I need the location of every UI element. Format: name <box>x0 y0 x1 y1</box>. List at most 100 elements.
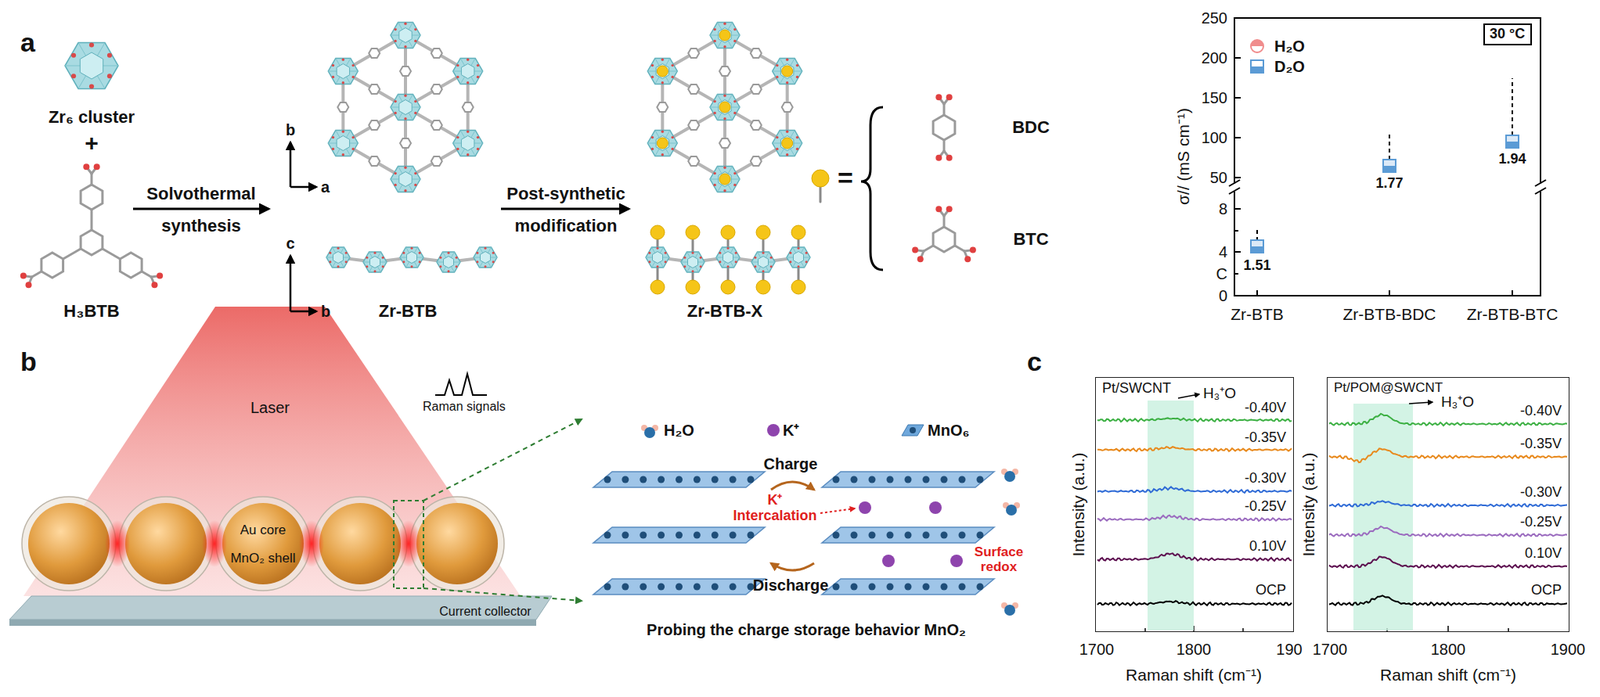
bond <box>819 187 822 202</box>
bond <box>90 173 94 185</box>
drawing-part <box>414 172 417 175</box>
raman-signal-icon <box>435 374 487 396</box>
bond <box>656 266 660 282</box>
benzene-ring <box>80 184 103 210</box>
drawing-part <box>713 172 716 175</box>
drawing-part <box>328 252 332 255</box>
bond <box>691 237 695 253</box>
mn-atom <box>711 532 719 540</box>
text-label: -0.25V <box>1244 499 1287 516</box>
text-label: Zr-BTB-BDC <box>1343 305 1437 324</box>
drawing-part <box>351 147 354 151</box>
text-label: b <box>320 302 331 321</box>
mno6-layer <box>821 579 995 595</box>
linker-ring <box>337 102 349 112</box>
bond <box>724 35 788 72</box>
drawing-part <box>393 28 397 31</box>
drawing-part <box>402 260 405 264</box>
drawing-part <box>399 100 412 116</box>
drawing-part <box>796 147 799 151</box>
bond <box>405 35 469 72</box>
drawing-part <box>713 39 716 43</box>
drawing-part <box>775 64 779 67</box>
bond <box>141 271 152 278</box>
drawing-part <box>414 100 417 103</box>
zr6-cluster <box>390 22 421 49</box>
modulator-ligand <box>685 280 700 295</box>
raman-trace <box>1097 553 1292 562</box>
drawing-part <box>403 45 407 48</box>
bond <box>102 248 121 260</box>
zr6-cluster <box>647 130 678 157</box>
node-text: 30 °C <box>1484 25 1530 44</box>
oxygen-atom <box>917 255 924 263</box>
mn-atom <box>657 532 665 540</box>
drawing-part <box>393 100 397 103</box>
linker-ring <box>688 48 700 58</box>
zr6-cluster <box>363 252 387 273</box>
zr6-cluster <box>786 247 811 268</box>
drawing-part <box>718 260 721 264</box>
zr6-cluster <box>400 247 424 268</box>
oxygen-atom <box>156 273 163 280</box>
mn-atom <box>639 476 647 484</box>
drawing-part <box>439 265 442 268</box>
zr6-cluster <box>390 94 421 121</box>
drawing-part <box>455 265 458 268</box>
text-label: a <box>320 178 330 196</box>
linker-ring <box>462 102 474 112</box>
drawing-part <box>456 147 459 151</box>
drawing-part <box>403 165 407 169</box>
drawing-part <box>762 252 765 255</box>
text-label: Solvothermal <box>146 184 256 204</box>
text-label: + <box>84 129 99 156</box>
mn-atom <box>657 583 665 591</box>
zr6-cluster <box>772 130 803 157</box>
bond <box>662 143 725 180</box>
linker-ring <box>750 120 762 130</box>
benzene-ring <box>41 252 64 278</box>
linker-ring <box>719 66 731 76</box>
modulator-ligand <box>650 225 665 240</box>
mn-atom <box>940 476 948 484</box>
mn-atom <box>909 427 916 434</box>
drawing-part <box>661 153 664 156</box>
mn-atom <box>621 476 629 484</box>
drawing-part <box>71 73 76 79</box>
current-collector-edge <box>9 619 537 627</box>
au-core <box>125 503 207 585</box>
tick-label: 150 <box>1201 89 1228 107</box>
drawing-part <box>466 57 469 61</box>
drawing-part <box>365 265 368 268</box>
tick-label: 1700 <box>1079 641 1115 659</box>
zr6-cluster <box>64 43 119 90</box>
arrow <box>423 588 582 602</box>
zr6-cluster <box>645 247 670 268</box>
linker-ring <box>431 84 443 94</box>
mn-atom <box>639 532 647 540</box>
drawing-part <box>652 252 664 264</box>
tick-label: 50 <box>1210 169 1228 187</box>
text-label: modification <box>515 216 618 236</box>
drawing-part <box>403 117 407 120</box>
text-label: Post-synthetic <box>506 184 626 204</box>
modulator-ligand <box>781 137 793 149</box>
mno2-shell <box>216 497 310 591</box>
drawing-part <box>381 265 385 268</box>
drawing-part <box>683 265 686 268</box>
drawing-part <box>753 265 757 268</box>
mno2-shell <box>118 497 213 591</box>
hot-spot <box>201 520 228 568</box>
drawing-part <box>796 64 799 67</box>
mn-atom <box>711 583 719 591</box>
au-core <box>319 503 401 585</box>
legend-swatch <box>1250 59 1265 74</box>
drawing-part <box>414 111 417 115</box>
oxygen-atom <box>969 247 977 254</box>
drawing-part <box>399 172 412 188</box>
drawing-part <box>342 57 345 61</box>
drawing-part <box>337 265 340 268</box>
oxygen-atom <box>25 281 33 289</box>
drawing-part <box>780 136 794 152</box>
intercalation-arrow <box>820 508 855 514</box>
